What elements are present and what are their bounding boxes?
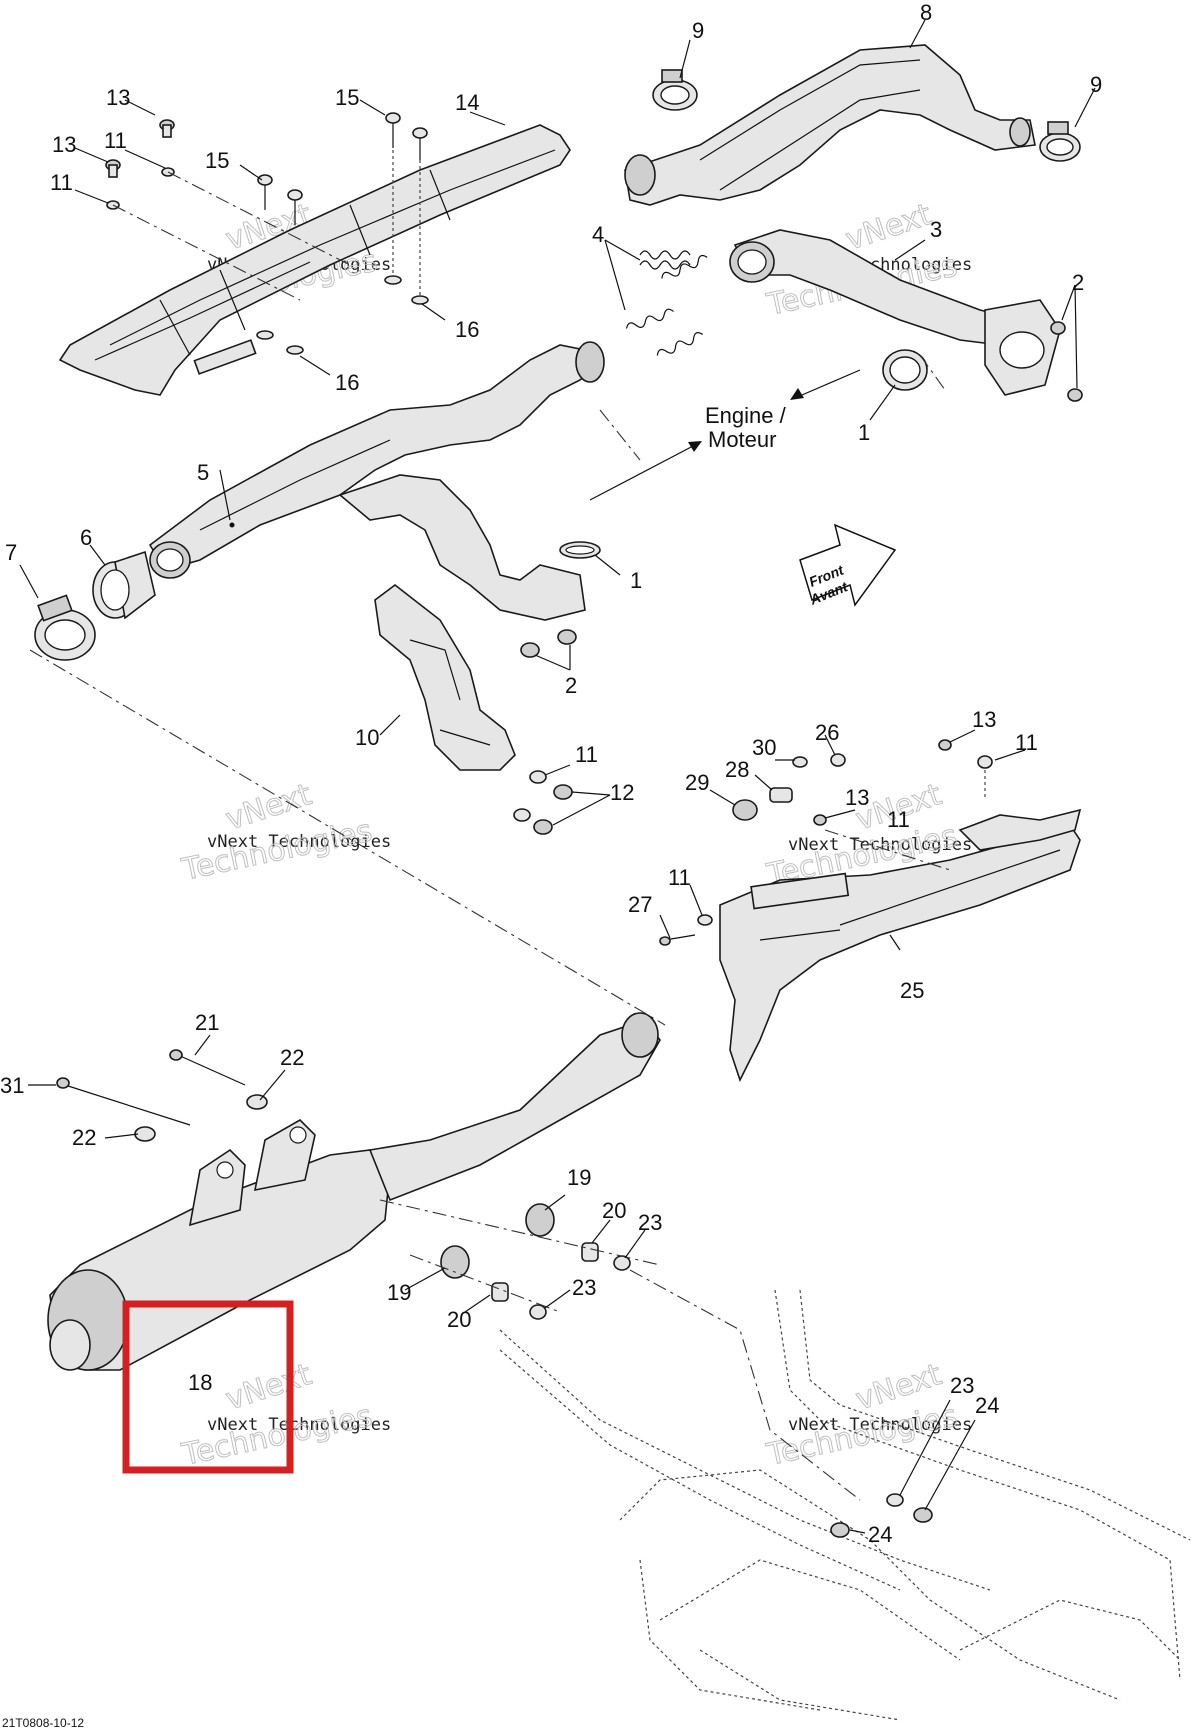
callout-1: 1 <box>858 420 870 445</box>
callout-15: 15 <box>205 148 229 173</box>
svg-text:Engine /: Engine / <box>705 403 787 428</box>
watermark: vNext Technologies <box>788 1415 972 1435</box>
heat-shield-14 <box>58 124 571 396</box>
callout-11: 11 <box>50 170 73 195</box>
callout-6: 6 <box>80 525 92 550</box>
muffler-hardware <box>56 1049 631 1320</box>
svg-text:Moteur: Moteur <box>708 427 776 452</box>
hardware-25 <box>659 739 993 946</box>
callout-16: 16 <box>335 370 359 395</box>
leader-engine <box>599 409 641 461</box>
callout-leaders <box>19 19 1096 1534</box>
callout-18: 18 <box>188 1370 212 1395</box>
gasket-1-top <box>882 349 928 391</box>
watermark-ghost: Technologies <box>178 814 375 889</box>
leader-assembly <box>29 649 666 1026</box>
pipe-3 <box>729 229 1061 396</box>
callout-2: 2 <box>1072 270 1084 295</box>
callout-24: 24 <box>868 1522 892 1547</box>
callout-23: 23 <box>950 1373 974 1398</box>
callout-11: 11 <box>575 742 598 767</box>
front-arrow: Front Avant <box>799 523 897 608</box>
callout-3: 3 <box>930 217 942 242</box>
callout-13: 13 <box>106 85 130 110</box>
engine-arrow <box>589 369 861 501</box>
callout-11: 11 <box>887 807 910 832</box>
pipe-8 <box>624 44 1036 206</box>
gasket-1-lower <box>559 541 601 559</box>
callout-19: 19 <box>567 1165 591 1190</box>
callout-11: 11 <box>104 128 127 153</box>
leader-23-frame <box>629 1269 861 1501</box>
callout-2: 2 <box>565 673 577 698</box>
highlight-box-18 <box>122 1300 294 1474</box>
callout-23: 23 <box>572 1275 596 1300</box>
callout-15: 15 <box>335 85 359 110</box>
engine-label: Engine / Moteur <box>705 403 787 452</box>
callout-7: 7 <box>5 540 17 565</box>
callout-28: 27 <box>628 892 652 917</box>
watermark: vNext Technologies <box>207 832 391 852</box>
leader-11b <box>167 171 351 266</box>
callout-5: 5 <box>197 460 209 485</box>
callout-numbers: 13 11 13 11 15 15 14 16 16 9 8 9 4 3 2 1… <box>0 0 1102 1547</box>
hardware-11-12 <box>513 770 573 835</box>
callout-19: 19 <box>387 1280 411 1305</box>
callout-26: 26 <box>815 720 839 745</box>
pipe-5 <box>148 341 605 621</box>
watermark-ghost: vNext <box>842 197 936 257</box>
callout-25: 25 <box>900 978 924 1003</box>
callout-23: 23 <box>638 1210 662 1235</box>
watermark-ghost: vNext <box>222 1357 316 1417</box>
watermark: vNext Technologies <box>207 1415 391 1435</box>
reference-code: 21T0808-10-12 <box>2 1716 84 1730</box>
frame <box>499 1289 1191 1721</box>
callout-24: 24 <box>975 1393 999 1418</box>
shield-hardware <box>105 112 429 355</box>
heat-shield-25 <box>719 808 1082 1083</box>
callout-4: 4 <box>592 222 604 247</box>
callout-11: 11 <box>1015 730 1038 755</box>
callout-14: 14 <box>455 90 479 115</box>
callout-10: 10 <box>355 725 379 750</box>
watermark: vNext Technologies <box>788 835 972 855</box>
nuts-2-lower <box>520 629 577 658</box>
callout-22: 22 <box>280 1045 304 1070</box>
leader-11 <box>112 204 301 301</box>
clamp-9-left <box>652 69 698 111</box>
sleeve-6 <box>92 550 156 620</box>
nuts-2-top <box>1050 321 1083 402</box>
callout-22: 22 <box>72 1125 96 1150</box>
leader-13-r <box>824 829 951 871</box>
clamp-9-right <box>1039 121 1081 162</box>
callout-9: 9 <box>692 18 704 43</box>
callout-9: 9 <box>1090 72 1102 97</box>
callout-16: 16 <box>455 317 479 342</box>
callout-21: 21 <box>195 1010 219 1035</box>
watermark-ghost: Technologies <box>178 1399 375 1474</box>
callout-13: 13 <box>845 785 869 810</box>
callout-20: 20 <box>602 1198 626 1223</box>
leader-19-20b <box>409 1254 561 1313</box>
muffler-18 <box>47 1012 661 1371</box>
frame-hardware <box>830 1493 933 1538</box>
callout-13: 13 <box>972 707 996 732</box>
springs-4 <box>625 250 708 356</box>
callout-1: 1 <box>630 568 642 593</box>
leader-1-top <box>919 354 946 391</box>
callout-27: 28 <box>725 757 749 782</box>
callout-30: 30 <box>752 735 776 760</box>
callout-31: 31 <box>0 1073 24 1098</box>
callout-13: 13 <box>52 132 76 157</box>
heat-shield-10 <box>374 583 516 771</box>
callout-11: 11 <box>668 865 691 890</box>
callout-20: 20 <box>447 1307 471 1332</box>
callout-8: 8 <box>920 0 932 25</box>
callout-12: 12 <box>610 780 634 805</box>
callout-29: 29 <box>685 770 709 795</box>
leader-19-20 <box>379 1199 661 1266</box>
clamp-7 <box>34 594 96 661</box>
